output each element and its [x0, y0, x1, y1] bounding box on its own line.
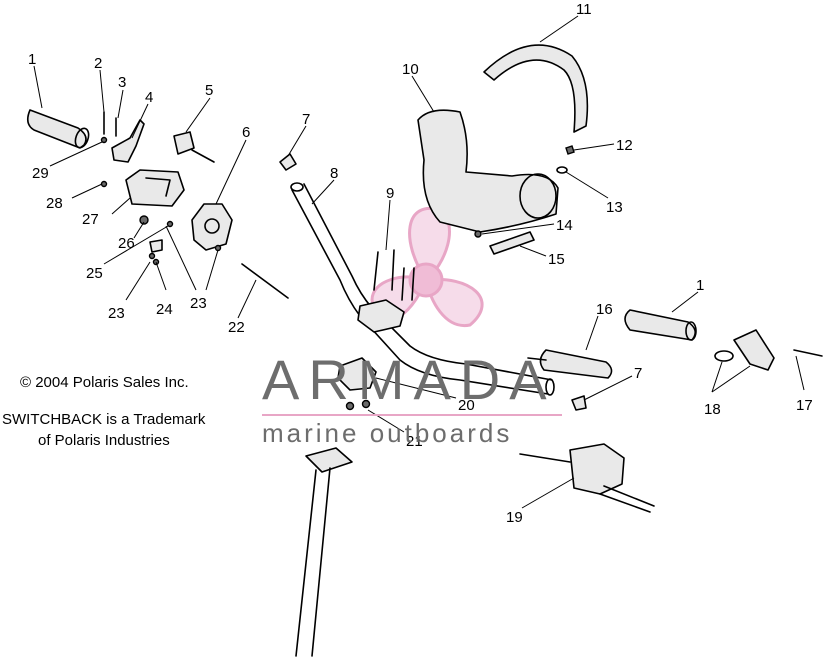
- housing-cover-part: [191, 203, 233, 251]
- brake-assembly-part: [519, 443, 655, 513]
- right-grip-part: [624, 309, 697, 341]
- bolt-part: [373, 249, 415, 301]
- leader-lines: [33, 15, 805, 509]
- callout-label: 19: [506, 509, 523, 526]
- copyright-note: © 2004 Polaris Sales Inc.: [20, 374, 189, 391]
- plug-part: [279, 153, 587, 411]
- callout-label: 21: [406, 433, 423, 450]
- callout-label: 16: [596, 301, 613, 318]
- callout-label: 1: [696, 277, 704, 294]
- bracket-part: [474, 230, 535, 255]
- handlebar-cover-part: [417, 109, 559, 233]
- callout-label: 7: [634, 365, 642, 382]
- callout-label: 7: [302, 111, 310, 128]
- left-grip-part: [26, 109, 90, 149]
- callout-label: 15: [548, 251, 565, 268]
- pin-part: [241, 263, 289, 299]
- callout-label: 5: [205, 82, 213, 99]
- fastener-part: [556, 145, 575, 174]
- callout-label: 6: [242, 124, 250, 141]
- handlebar-clamp-part: [337, 299, 405, 391]
- steering-post-part: [295, 447, 353, 657]
- callout-labels: 1 2 3 4 5 6 7 8 9 10 11 12 13 14 15 16 1…: [28, 1, 813, 526]
- right-grip-part: [527, 349, 613, 379]
- callout-label: 28: [46, 195, 63, 212]
- screw-part: [103, 111, 117, 137]
- callout-label: 18: [704, 401, 721, 418]
- trademark-note-line-1: SWITCHBACK is a Trademark: [2, 411, 206, 428]
- watermark-subtitle: marine outboards: [262, 418, 513, 448]
- callout-label: 2: [94, 55, 102, 72]
- throttle-lever-part: [111, 119, 145, 163]
- control-housing-part: [125, 169, 185, 207]
- callout-label: 26: [118, 235, 135, 252]
- washer-part: [345, 399, 371, 411]
- callout-label: 27: [82, 211, 99, 228]
- callout-label: 29: [32, 165, 49, 182]
- callout-label: 23: [108, 305, 125, 322]
- callout-label: 14: [556, 217, 573, 234]
- callout-label: 8: [330, 165, 338, 182]
- callout-label: 10: [402, 61, 419, 78]
- trademark-note-line-2: of Polaris Industries: [38, 432, 170, 449]
- fastener-part: [100, 136, 222, 266]
- callout-label: 3: [118, 74, 126, 91]
- callout-label: 12: [616, 137, 633, 154]
- callout-label: 23: [190, 295, 207, 312]
- callout-label: 25: [86, 265, 103, 282]
- callout-label: 17: [796, 397, 813, 414]
- callout-label: 20: [458, 397, 475, 414]
- pin-part: [793, 349, 823, 357]
- watermark-title: ARMADA: [262, 348, 556, 411]
- callout-label: 4: [145, 89, 153, 106]
- callout-label: 24: [156, 301, 173, 318]
- callout-label: 11: [576, 1, 592, 18]
- callout-label: 1: [28, 51, 36, 68]
- watermark-rule: [262, 414, 562, 416]
- callout-label: 22: [228, 319, 245, 336]
- lever-cover-part: [714, 329, 775, 371]
- switch-part: [173, 131, 215, 163]
- callout-label: 9: [386, 185, 394, 202]
- callout-label: 13: [606, 199, 623, 216]
- windshield-strip-part: [483, 44, 589, 133]
